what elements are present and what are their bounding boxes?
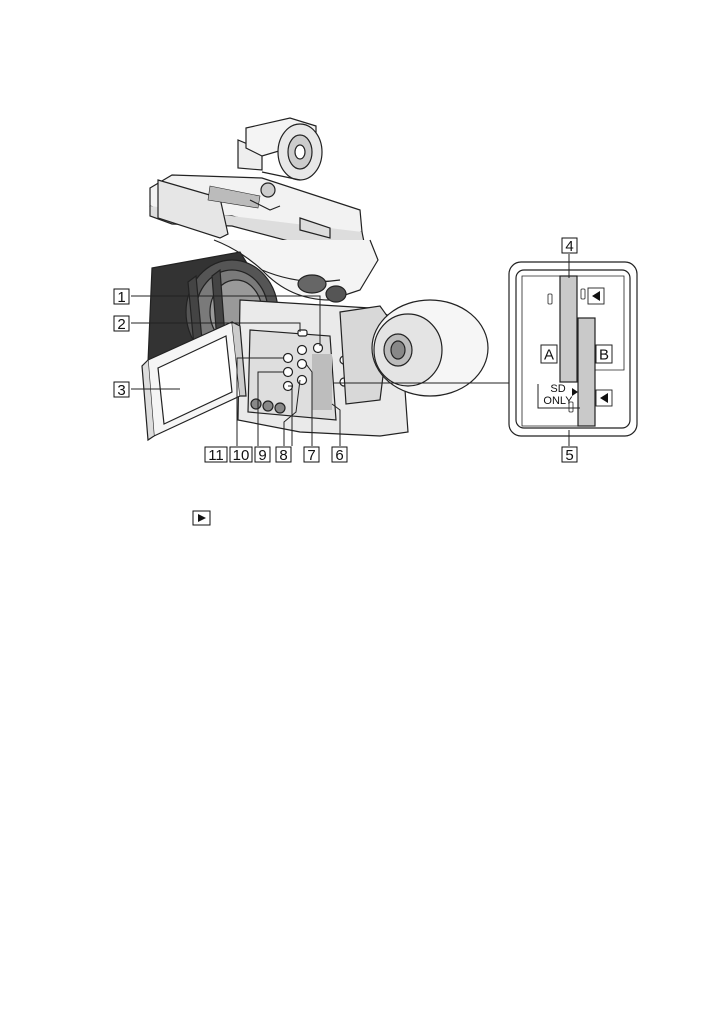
callout-2: 2 (114, 316, 129, 333)
slot-a-card (560, 276, 577, 382)
callout-5: 5 (562, 447, 577, 464)
play-icon (193, 511, 210, 525)
callout-9: 9 (255, 447, 270, 464)
svg-text:10: 10 (233, 447, 250, 464)
slot-b-label: B (599, 347, 609, 364)
slot-b-card (578, 318, 595, 426)
callout-4: 4 (562, 238, 577, 255)
callout-10: 10 (230, 447, 252, 464)
svg-text:9: 9 (258, 447, 266, 464)
svg-text:6: 6 (335, 447, 343, 464)
svg-text:4: 4 (565, 238, 573, 255)
callout-6: 6 (332, 447, 347, 464)
slot-a-label: A (544, 347, 554, 364)
callout-7: 7 (304, 447, 319, 464)
viewfinder (340, 300, 488, 404)
callout-11: 11 (205, 447, 227, 464)
card-slot-inset (509, 262, 637, 436)
svg-text:2: 2 (117, 316, 125, 333)
sd-only-line1: SD (550, 383, 565, 395)
sd-only-line2: ONLY (543, 395, 573, 407)
microphone (238, 118, 322, 180)
callout-8: 8 (276, 447, 291, 464)
svg-text:11: 11 (208, 447, 224, 464)
svg-text:1: 1 (117, 289, 125, 306)
svg-text:7: 7 (307, 447, 315, 464)
callout-3: 3 (114, 382, 129, 399)
svg-text:8: 8 (279, 447, 287, 464)
camcorder-illustration (142, 118, 488, 440)
callout-1: 1 (114, 289, 129, 306)
svg-text:3: 3 (117, 382, 125, 399)
svg-text:5: 5 (565, 447, 573, 464)
